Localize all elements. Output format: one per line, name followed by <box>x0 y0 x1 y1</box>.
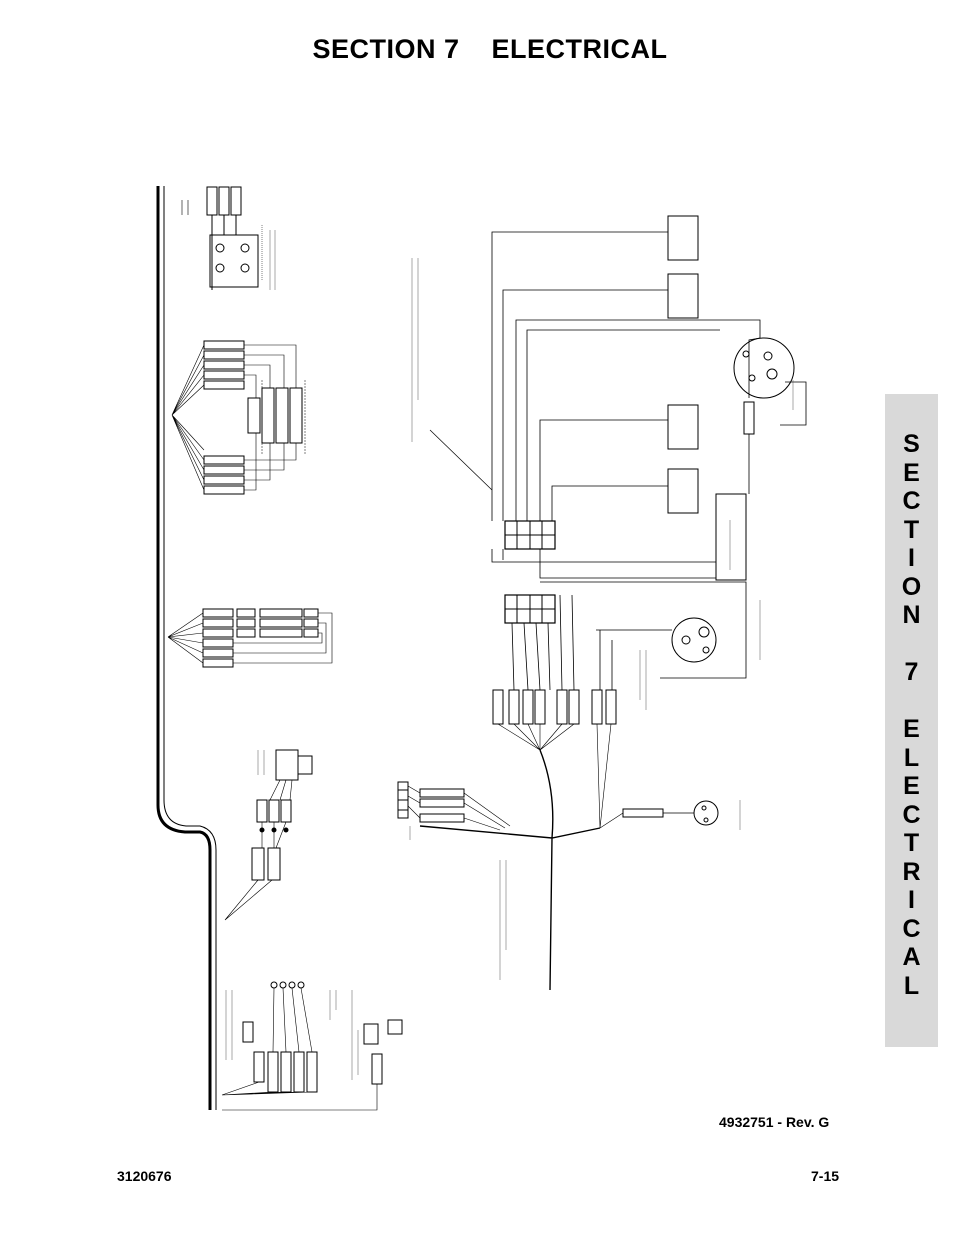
page-title: SECTION 7 ELECTRICAL <box>312 34 668 64</box>
note-leader-line <box>429 429 493 491</box>
engine-connectors <box>419 231 761 991</box>
harness-bottom-left <box>221 981 403 1111</box>
section-tab: S E C T I O N 7 E L E C T R I C A L <box>885 394 938 1047</box>
section-tab-letters: S E C T I O N 7 E L E C T R I C A L <box>901 430 922 1000</box>
drawing-lettering-texture <box>225 230 794 1080</box>
manual-number: 3120676 <box>117 1168 172 1184</box>
main-cable-trunk <box>156 186 212 1110</box>
harness-bottom-middle <box>397 781 511 831</box>
harness-tilt-indicator <box>224 749 313 921</box>
engine-components <box>599 215 807 829</box>
connector-block-top <box>181 186 263 290</box>
drawing-number: 4932751 - Rev. G <box>719 1114 830 1130</box>
harness-middle-left <box>167 608 333 668</box>
page-number: 7-15 <box>811 1168 840 1184</box>
harness-upper-left <box>171 340 306 495</box>
